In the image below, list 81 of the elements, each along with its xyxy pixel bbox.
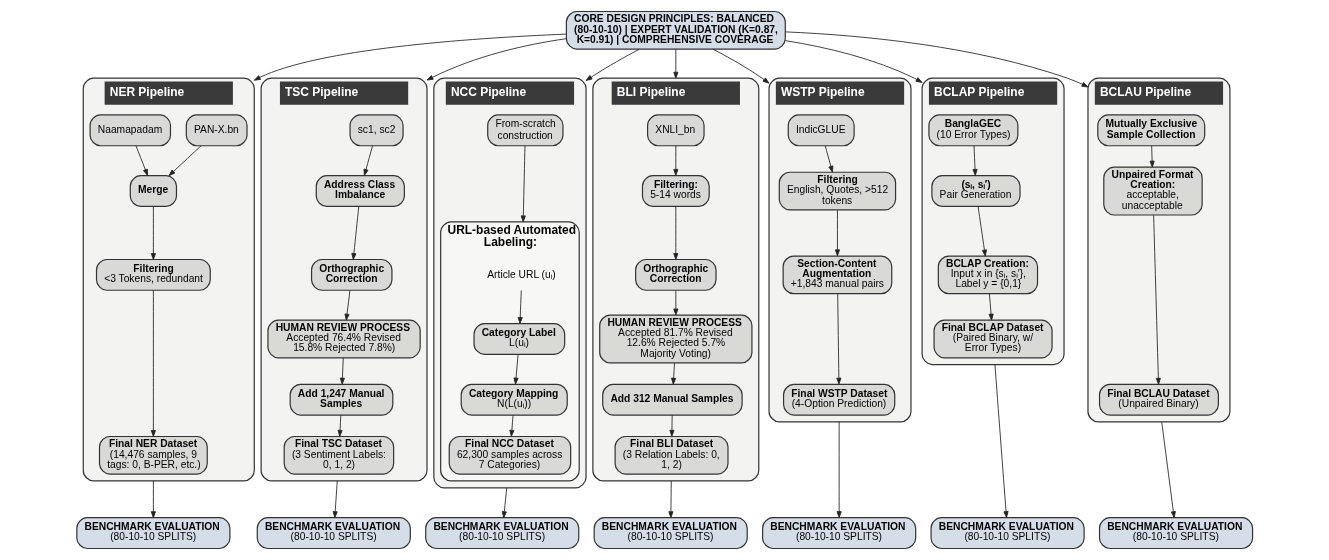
arrow [836, 293, 842, 385]
arrow [337, 414, 343, 437]
arrow [351, 206, 360, 260]
arrow [836, 421, 842, 518]
node-box: Add 1,247 Manual Samples [289, 383, 394, 416]
node-box: Final BLI Dataset (3 Relation Labels: 0, 1, 2) [614, 435, 729, 475]
node-text: Article URL (uᵢ) [487, 268, 556, 280]
node-box: Final TSC Dataset (3 Sentiment Labels: 0, 1, 2) [283, 435, 395, 475]
node-box: BENCHMARK EVALUATION (80-10-10 SPLITS) [1098, 517, 1254, 550]
arrow [834, 209, 840, 257]
node-box: Unpaired Format Creation: acceptable, unacceptable [1103, 166, 1203, 216]
node-box: Mutually Exclusive Sample Collection [1097, 114, 1206, 147]
arrow [712, 48, 770, 84]
node-box: CORE DESIGN PRINCIPLES: BALANCED (80-10-10) | EXPERT VALIDATION (K=0.87, K=0.91) | COMPREHENSIVE COVERAGE [565, 10, 786, 50]
arrow [520, 145, 526, 223]
node-box: BENCHMARK EVALUATION (80-10-10 SPLITS) [76, 517, 231, 550]
arrow [363, 145, 373, 176]
node-box: BCLAP Creation: Input x in {sᵢ, sᵢ′}, Label y = {0,1} [937, 255, 1039, 295]
node-box: Final BCLAU Dataset (Unpaired Binary) [1098, 383, 1219, 416]
arrow [426, 38, 567, 81]
node-box: Filtering English, Quotes, >512 tokens [778, 171, 897, 211]
arrow [501, 487, 508, 519]
arrow [784, 40, 923, 83]
arrow [671, 362, 677, 385]
node-box: Final NER Dataset (14,476 samples, 9 tags: 0, B-PER, etc.) [98, 435, 208, 475]
node-box: Final BCLAP Dataset (Paired Binary, w/ Error Types) [933, 319, 1053, 359]
node-box: Filtering <3 Tokens, redundant [95, 258, 211, 291]
arrow [977, 206, 987, 257]
arrow [668, 480, 674, 519]
node-box: Category Mapping N(L(uᵢ)) [460, 383, 568, 416]
node-box: HUMAN REVIEW PROCESS Accepted 76.4% Revised 15.8% Rejected 7.8%) [267, 319, 421, 359]
node-box: IndicGLUE [787, 114, 855, 147]
arrow [509, 414, 515, 437]
arrow [673, 206, 679, 260]
arrow [673, 145, 679, 176]
arrow [150, 480, 156, 519]
node-box: Final WSTP Dataset (4-Option Prediction) [782, 383, 896, 416]
arrow [344, 290, 351, 321]
node-box: BENCHMARK EVALUATION (80-10-10 SPLITS) [593, 517, 748, 550]
node-box: BENCHMARK EVALUATION (80-10-10 SPLITS) [930, 517, 1085, 550]
node-box: BENCHMARK EVALUATION (80-10-10 SPLITS) [425, 517, 580, 550]
node-box: PAN-X.bn [185, 114, 248, 147]
node-box: From-scratch construction [487, 114, 564, 147]
arrow [673, 48, 679, 79]
arrow [1161, 421, 1176, 518]
node-box: Final NCC Dataset 62,300 samples across 7 Categories) [448, 435, 572, 475]
arrow [785, 31, 1089, 88]
arrow [513, 354, 519, 385]
node-box: (sᵢ, sᵢ′) Pair Generation [931, 175, 1021, 208]
arrow [972, 145, 978, 176]
arrow [988, 293, 994, 321]
node-box: HUMAN REVIEW PROCESS Accepted 81.7% Revised 12.6% Rejected 5.7% Majority Voting) [599, 314, 753, 364]
node-box: Category Label L(uᵢ) [473, 323, 566, 355]
arrow [585, 48, 640, 81]
arrow [673, 290, 679, 316]
node-box: Orthographic Correction [310, 258, 393, 291]
arrow [669, 414, 675, 437]
arrow [1153, 214, 1161, 385]
arrow [150, 206, 156, 260]
arrow [517, 290, 523, 324]
node-box: Orthographic Correction [635, 258, 717, 291]
arrow [150, 289, 156, 437]
arrow [168, 145, 202, 177]
node-box: BENCHMARK EVALUATION (80-10-10 SPLITS) [762, 517, 917, 550]
arrow [824, 145, 834, 173]
arrow [339, 357, 345, 385]
node-box: Add 312 Manual Samples [602, 383, 743, 416]
node-box: BanglaGEC (10 Error Types) [928, 114, 1019, 147]
node-box: BENCHMARK EVALUATION (80-10-10 SPLITS) [256, 517, 411, 550]
node-box: Merge [129, 175, 178, 208]
arrow [994, 364, 1009, 518]
node-box: sc1, sc2 [349, 114, 404, 147]
arrow [135, 145, 148, 176]
node-box: Naamapadam [89, 114, 172, 147]
node-box: XNLI_bn [647, 114, 705, 147]
node-box: Address Class Imbalance [315, 175, 405, 208]
node-box: Filtering: 5-14 words [641, 175, 710, 208]
arrow [1149, 145, 1155, 168]
arrow [253, 33, 567, 81]
node-box: Section-Content Augmentation +1,843 manual pairs [782, 255, 893, 295]
arrow [332, 480, 338, 519]
